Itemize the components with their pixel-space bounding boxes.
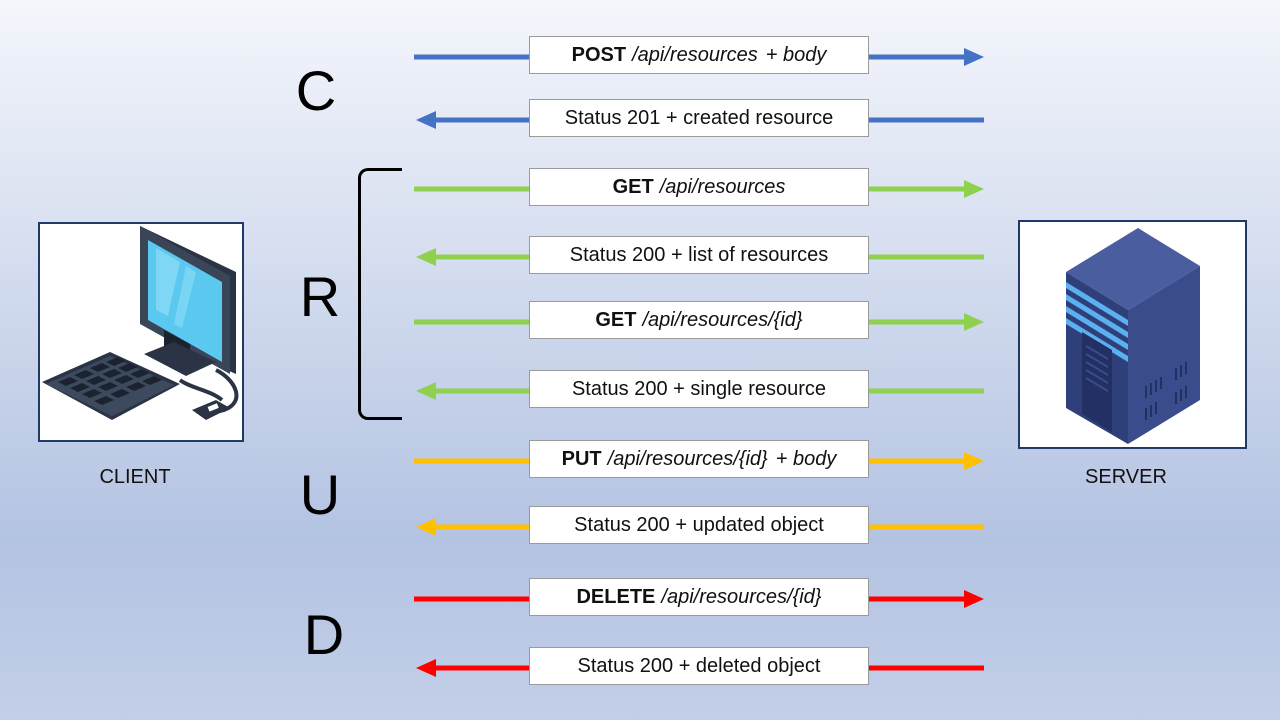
response-label: Status 200 + single resource [529, 370, 869, 408]
arrow-head-right [964, 590, 984, 608]
arrow-head-right [964, 180, 984, 198]
arrow-head-left [416, 659, 436, 677]
server-label: SERVER [1085, 466, 1167, 488]
response-arrow: Status 200 + updated object [414, 505, 986, 545]
response-text: Status 200 + single resource [571, 377, 827, 400]
http-method: GET [612, 175, 654, 198]
response-text: Status 201 + created resource [564, 106, 834, 129]
arrow-head-left [416, 248, 436, 266]
arrow-head-right [964, 48, 984, 66]
endpoint-path: /api/resources [632, 43, 758, 66]
arrow-head-right [964, 452, 984, 470]
arrow-head-left [416, 518, 436, 536]
request-label: GET/api/resources [529, 168, 869, 206]
request-arrow: DELETE/api/resources/{id} [414, 577, 986, 617]
endpoint-path: /api/resources/{id} [642, 308, 803, 331]
response-label: Status 200 + updated object [529, 506, 869, 544]
arrow-head-left [416, 382, 436, 400]
response-arrow: Status 201 + created resource [414, 98, 986, 138]
request-label: GET/api/resources/{id} [529, 301, 869, 339]
endpoint-path: /api/resources/{id} [607, 447, 768, 470]
response-text: Status 200 + updated object [574, 513, 824, 536]
crud-letter-update: U [299, 463, 341, 526]
server-icon [1066, 228, 1200, 444]
request-label: DELETE/api/resources/{id} [529, 578, 869, 616]
client-node [38, 222, 244, 442]
request-arrow: GET/api/resources/{id} [414, 300, 986, 340]
response-arrow: Status 200 + deleted object [414, 646, 986, 686]
arrow-head-right [964, 313, 984, 331]
request-label: PUT/api/resources/{id} + body [529, 440, 869, 478]
http-method: DELETE [576, 585, 656, 608]
response-arrow: Status 200 + list of resources [414, 235, 986, 275]
http-method: POST [571, 43, 627, 66]
server-node [1018, 220, 1247, 449]
request-body-note: + body [765, 43, 827, 66]
request-arrow: POST/api/resources + body [414, 35, 986, 75]
request-arrow: PUT/api/resources/{id} + body [414, 439, 986, 479]
response-arrow: Status 200 + single resource [414, 369, 986, 409]
crud-letter-create: C [295, 59, 337, 122]
response-text: Status 200 + deleted object [577, 654, 821, 677]
request-label: POST/api/resources + body [529, 36, 869, 74]
client-label: CLIENT [99, 466, 171, 488]
crud-letter-read: R [299, 265, 341, 328]
read-group-bracket [358, 168, 402, 420]
http-method: GET [595, 308, 637, 331]
http-method: PUT [561, 447, 602, 470]
request-arrow: GET/api/resources [414, 167, 986, 207]
crud-letter-delete: D [303, 603, 345, 666]
response-text: Status 200 + list of resources [569, 243, 829, 266]
response-label: Status 200 + list of resources [529, 236, 869, 274]
arrow-head-left [416, 111, 436, 129]
response-label: Status 201 + created resource [529, 99, 869, 137]
endpoint-path: /api/resources/{id} [661, 585, 822, 608]
endpoint-path: /api/resources [659, 175, 786, 198]
computer-icon [42, 226, 239, 420]
response-label: Status 200 + deleted object [529, 647, 869, 685]
request-body-note: + body [775, 447, 837, 470]
